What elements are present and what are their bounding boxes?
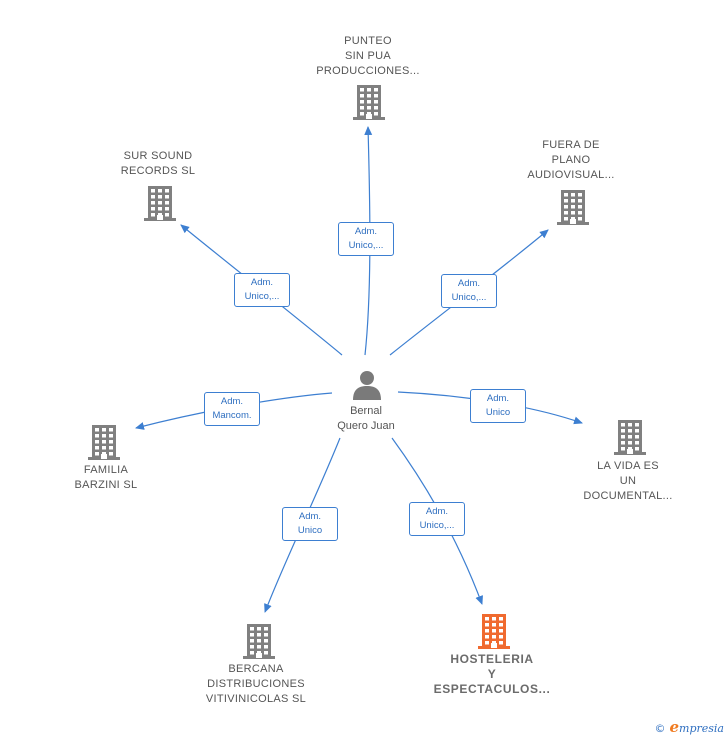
node-label-punteo: PUNTEO SIN PUA PRODUCCIONES... [316,35,420,77]
node-label-bercana: BERCANA DISTRIBUCIONES VITIVINICOLAS SL [205,663,307,705]
building-icon[interactable] [614,420,646,455]
footer-brand: ©empresia [654,718,724,736]
center-person-name: Bernal Quero Juan [337,405,395,432]
edge-tag-sursound[interactable]: Adm. Unico,... [234,273,290,307]
edge-tag-lavida[interactable]: Adm. Unico [470,389,526,423]
node-label-lavida: LA VIDA ES UN DOCUMENTAL... [583,460,673,502]
brand-name: mpresia [679,722,724,735]
building-icon[interactable] [243,624,275,659]
building-icon[interactable] [557,190,589,225]
building-icon[interactable] [353,85,385,120]
node-label-familia: FAMILIA BARZINI SL [74,464,138,491]
copyright-symbol: © [654,722,666,735]
edge-tag-fuera[interactable]: Adm. Unico,... [441,274,497,308]
person-icon [353,371,381,400]
building-icon[interactable] [88,425,120,460]
edge-tag-familia[interactable]: Adm. Mancom. [204,392,260,426]
edge-tag-bercana[interactable]: Adm. Unico [282,507,338,541]
building-icon[interactable] [478,614,510,649]
edge-tag-punteo[interactable]: Adm. Unico,... [338,222,394,256]
node-label-fuera: FUERA DE PLANO AUDIOVISUAL... [527,139,615,181]
node-label-sursound: SUR SOUND RECORDS SL [120,150,196,177]
node-label-hosteleria: HOSTELERIA Y ESPECTACULOS... [433,652,551,696]
edge-tag-hosteleria[interactable]: Adm. Unico,... [409,502,465,536]
brand-initial: e [669,718,680,736]
icons-layer [88,85,646,659]
building-icon[interactable] [144,186,176,221]
